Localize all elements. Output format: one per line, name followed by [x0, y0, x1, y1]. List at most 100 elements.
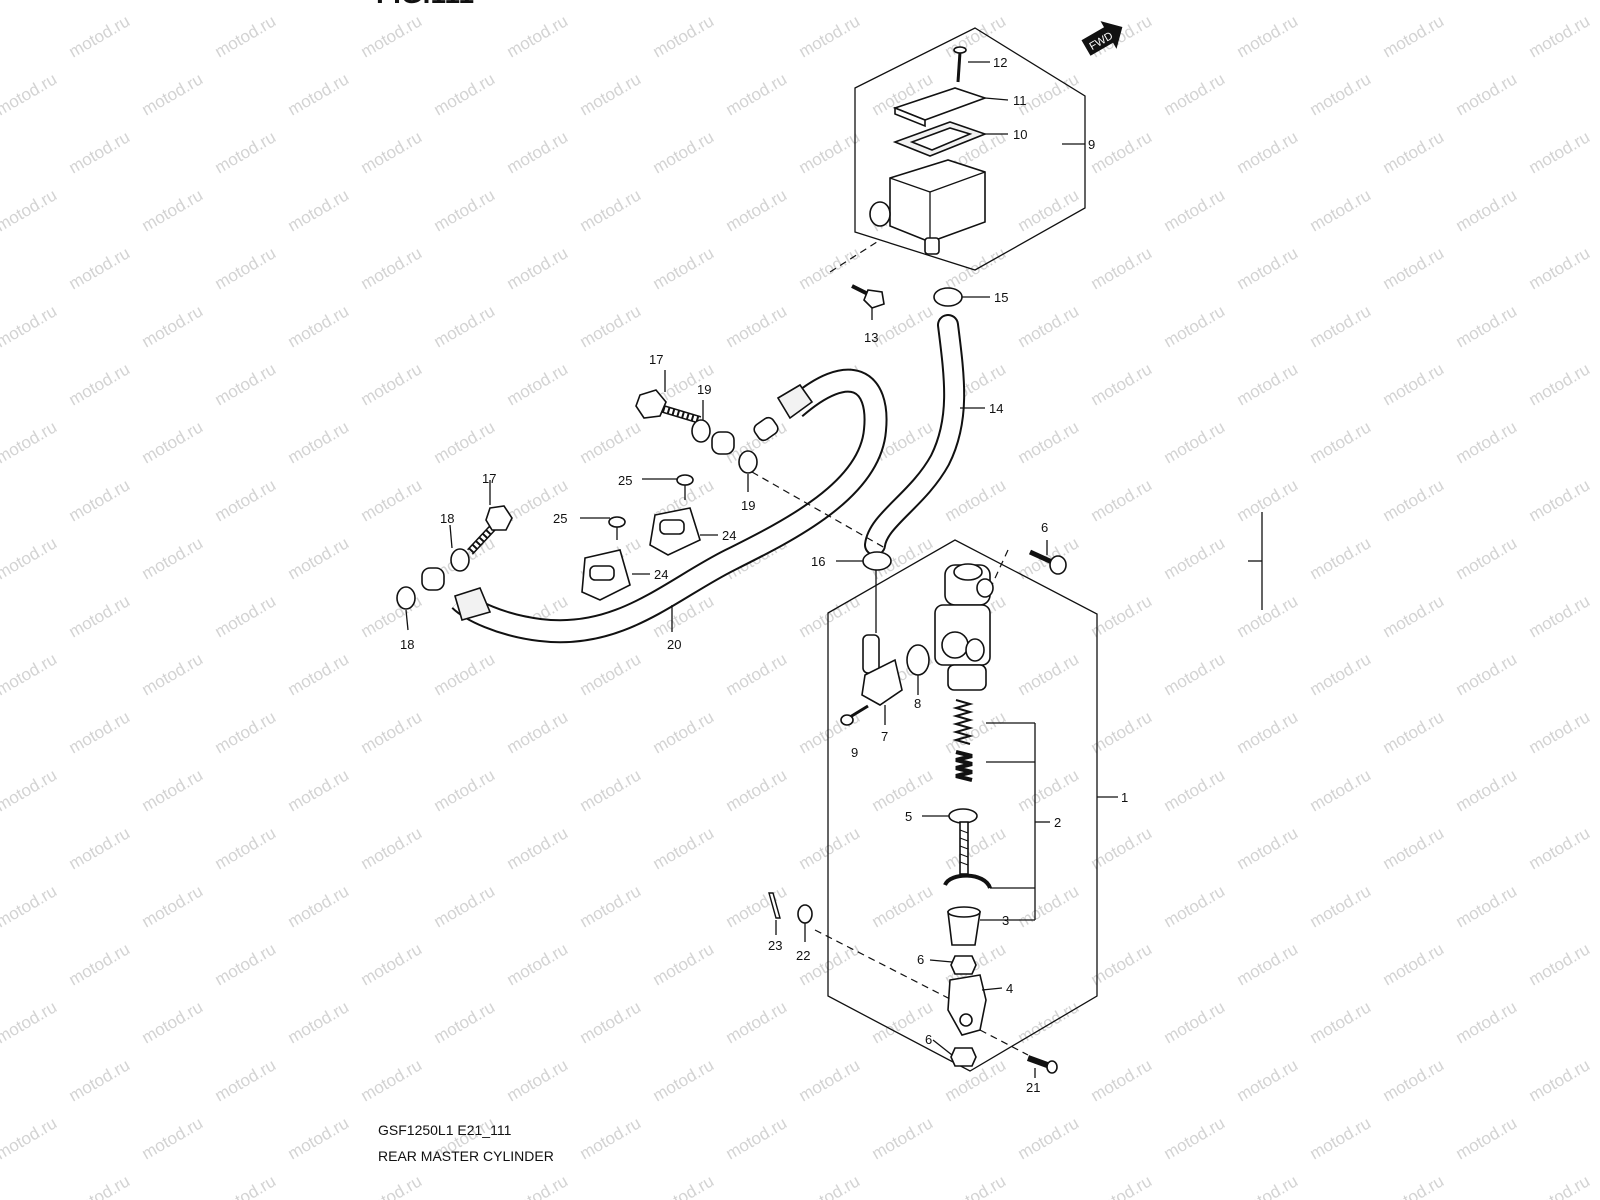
watermark-text: motod.ru: [577, 301, 645, 351]
watermark-text: motod.ru: [1161, 649, 1229, 699]
watermark-text: motod.ru: [1307, 881, 1375, 931]
watermark-text: motod.ru: [1161, 533, 1229, 583]
watermark-text: motod.ru: [1234, 127, 1302, 177]
watermark-text: motod.ru: [942, 823, 1010, 873]
watermark-text: motod.ru: [212, 475, 280, 525]
diagram-title: REAR MASTER CYLINDER: [378, 1148, 554, 1164]
watermark-text: motod.ru: [1015, 301, 1083, 351]
clamp-screw: [608, 516, 626, 528]
watermark-text: motod.ru: [1161, 301, 1229, 351]
watermark-text: motod.ru: [1307, 997, 1375, 1047]
cap-screw: [953, 46, 967, 83]
watermark-text: motod.ru: [869, 301, 937, 351]
watermark-text: motod.ru: [796, 1055, 864, 1105]
watermark-text: motod.ru: [869, 1113, 937, 1163]
watermark-text: motod.ru: [285, 185, 353, 235]
callout-labels: 12 11 10 9 13 15 14 17 19 19 25 25 24 24…: [400, 55, 1128, 1095]
watermark-text: motod.ru: [66, 243, 134, 293]
watermark-text: motod.ru: [212, 823, 280, 873]
watermark-text: motod.ru: [1307, 649, 1375, 699]
watermark-text: motod.ru: [1453, 649, 1521, 699]
watermark-text: motod.ru: [139, 881, 207, 931]
callout-18: 17: [649, 352, 663, 367]
watermark-text: motod.ru: [1526, 591, 1594, 641]
watermark-text: motod.ru: [1307, 301, 1375, 351]
figure-heading: FIG.111: [376, 0, 474, 10]
watermark-text: motod.ru: [1380, 11, 1448, 61]
callout-14: 12: [993, 55, 1007, 70]
callout-19: 18: [440, 511, 454, 526]
watermark-text: motod.ru: [66, 127, 134, 177]
watermark-text: motod.ru: [212, 11, 280, 61]
watermark-text: motod.ru: [285, 417, 353, 467]
callout-25: 25: [618, 473, 632, 488]
hose-clamp-lower: [862, 551, 892, 571]
watermark-text: motod.ru: [942, 11, 1010, 61]
watermark-text: motod.ru: [139, 301, 207, 351]
washer: [450, 548, 470, 572]
watermark-text: motod.ru: [504, 1171, 572, 1200]
watermark-text: motod.ru: [139, 0, 207, 3]
watermark-text: motod.ru: [1015, 649, 1083, 699]
watermark-text: motod.ru: [212, 127, 280, 177]
watermark-text: motod.ru: [1526, 1171, 1594, 1200]
callout-2: 2: [1054, 815, 1061, 830]
watermark-text: motod.ru: [1234, 591, 1302, 641]
washer: [396, 586, 416, 610]
reservoir-body: [889, 159, 986, 243]
watermark-text: motod.ru: [66, 1171, 134, 1200]
watermark-text: motod.ru: [504, 127, 572, 177]
banjo-bolt-upper: [635, 389, 702, 424]
watermark-text: motod.ru: [723, 649, 791, 699]
watermark-text: motod.ru: [431, 69, 499, 119]
hose-connector: [861, 634, 903, 706]
watermark-text: motod.ru: [723, 997, 791, 1047]
watermark-text: motod.ru: [577, 1113, 645, 1163]
watermark-text: motod.ru: [358, 243, 426, 293]
watermark-text: motod.ru: [1234, 939, 1302, 989]
watermark-text: motod.ru: [1526, 939, 1594, 989]
watermark-text: motod.ru: [1161, 997, 1229, 1047]
watermark-text: motod.ru: [577, 185, 645, 235]
watermark-text: motod.ru: [66, 11, 134, 61]
watermark-text: motod.ru: [723, 69, 791, 119]
watermark-text: motod.ru: [942, 475, 1010, 525]
watermark-text: motod.ru: [285, 997, 353, 1047]
watermark-text: motod.ru: [431, 185, 499, 235]
watermark-text: motod.ru: [0, 69, 60, 119]
watermark-text: motod.ru: [1161, 1113, 1229, 1163]
watermark-text: motod.ru: [1380, 591, 1448, 641]
watermark-text: motod.ru: [212, 1171, 280, 1200]
callout-16: 14: [989, 401, 1003, 416]
watermark-text: motod.ru: [358, 1055, 426, 1105]
watermark-text: motod.ru: [0, 301, 60, 351]
watermark-text: motod.ru: [1453, 1113, 1521, 1163]
return-spring: [952, 699, 974, 745]
callout-3: 3: [1002, 913, 1009, 928]
watermark-text: motod.ru: [139, 1113, 207, 1163]
watermark-text: motod.ru: [1526, 475, 1594, 525]
watermark-text: motod.ru: [577, 997, 645, 1047]
watermark-text: motod.ru: [1453, 533, 1521, 583]
watermark-text: motod.ru: [1526, 11, 1594, 61]
callout-17: 15: [994, 290, 1008, 305]
watermark-text: motod.ru: [577, 417, 645, 467]
watermark-text: motod.ru: [504, 707, 572, 757]
watermark-text: motod.ru: [212, 707, 280, 757]
watermark-text: motod.ru: [285, 69, 353, 119]
watermark-text: motod.ru: [358, 475, 426, 525]
watermark-text: motod.ru: [1526, 823, 1594, 873]
watermark-text: motod.ru: [431, 417, 499, 467]
watermark-text: motod.ru: [1161, 0, 1229, 3]
watermark-text: motod.ru: [66, 707, 134, 757]
watermark-text: motod.ru: [1015, 0, 1083, 3]
clamp-screw: [676, 474, 694, 486]
callout-13: 11: [1013, 93, 1027, 108]
callout-10: 6: [1041, 520, 1048, 535]
watermark-text: motod.ru: [1088, 475, 1156, 525]
watermark-text: motod.ru: [66, 939, 134, 989]
callout-17: 16: [811, 554, 825, 569]
watermark-text: motod.ru: [66, 359, 134, 409]
master-cylinder-body: [934, 563, 994, 691]
callout-6: 6: [925, 1032, 932, 1047]
